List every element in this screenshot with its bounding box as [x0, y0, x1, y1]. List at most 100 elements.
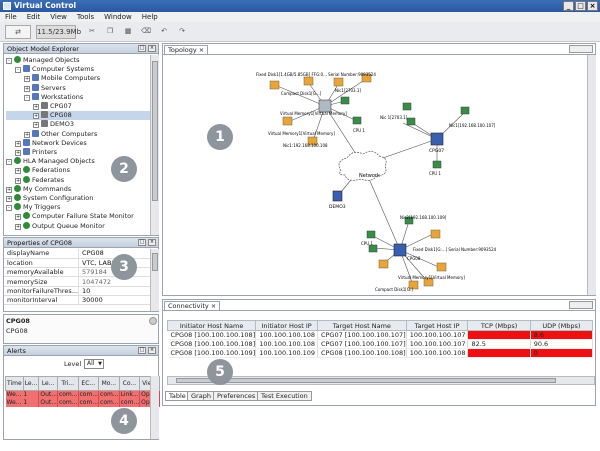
tab-preferences[interactable]: Preferences [213, 391, 260, 401]
level-select[interactable]: All▼ [84, 359, 104, 369]
undo-icon[interactable]: ↶ [161, 27, 167, 35]
alerts-column-header[interactable]: Le... [22, 376, 40, 391]
properties-scroll-thumb[interactable] [152, 253, 158, 271]
close-panel-icon[interactable]: × [148, 239, 156, 246]
collapse-icon[interactable]: - [15, 67, 21, 74]
expand-icon[interactable]: + [15, 150, 21, 157]
expand-icon[interactable]: + [33, 122, 39, 129]
connectivity-hscroll-thumb[interactable] [176, 378, 556, 383]
expand-icon[interactable]: + [24, 85, 30, 92]
alert-row[interactable]: We... 1Out...com...com...com...Link...Op… [5, 390, 161, 399]
expand-icon[interactable]: + [15, 140, 21, 147]
connectivity-hscrollbar[interactable] [167, 376, 595, 385]
alerts-column-header[interactable]: Co... [118, 376, 141, 391]
collapse-icon[interactable]: - [6, 159, 12, 166]
menu-help[interactable]: Help [141, 13, 158, 21]
disk-icon[interactable] [333, 77, 344, 87]
menu-view[interactable]: View [50, 13, 67, 21]
nic-icon[interactable] [406, 117, 416, 126]
property-value[interactable]: 30000 [78, 295, 150, 306]
paste-icon[interactable]: ▩ [124, 27, 132, 35]
tab-topology[interactable]: Topology × [164, 45, 209, 55]
maximize-panel-icon[interactable]: □ [138, 239, 146, 246]
connectivity-column-header[interactable]: UDP (Mbps) [529, 320, 594, 331]
alerts-column-header[interactable]: EC... [77, 376, 100, 391]
connectivity-column-header[interactable]: TCP (Mbps) [467, 320, 531, 331]
tree-item[interactable]: +CPG07 [6, 102, 152, 111]
expand-icon[interactable]: + [24, 76, 30, 83]
tree-item[interactable]: +Network Devices [6, 138, 152, 148]
collapse-icon[interactable]: - [6, 58, 12, 64]
tree-item[interactable]: +My Commands [6, 184, 152, 194]
memory-indicator[interactable]: 11.5/23.9Mb [36, 25, 81, 39]
close-panel-icon[interactable]: × [148, 45, 156, 52]
memory-icon[interactable] [307, 136, 318, 146]
tree-item[interactable]: -My Triggers [6, 203, 152, 212]
close-panel-icon[interactable]: × [148, 347, 156, 354]
connectivity-column-header[interactable]: Initiator Host IP [255, 320, 318, 331]
tree-item[interactable]: +Computer Failure State Monitor [6, 212, 152, 221]
copy-icon[interactable]: ❐ [106, 27, 114, 35]
redo-icon[interactable]: ↷ [179, 27, 185, 35]
memory-icon[interactable] [423, 277, 434, 287]
expand-icon[interactable]: + [6, 196, 12, 203]
topology-window-controls[interactable] [569, 45, 593, 53]
tree-item[interactable]: +CPG08 [6, 111, 152, 121]
server-bottom-icon[interactable] [393, 243, 407, 257]
property-row[interactable]: monitorFailureThres...10 [4, 286, 150, 297]
maximize-button[interactable]: □ [575, 1, 586, 11]
explorer-scrollbar[interactable] [150, 55, 159, 235]
expand-icon[interactable]: + [33, 113, 39, 120]
property-value[interactable]: 10 [78, 286, 150, 297]
cut-icon[interactable]: ✂ [89, 27, 95, 35]
server-cpg08-icon[interactable] [318, 99, 332, 113]
tree-item[interactable]: +Output Queue Monitor [6, 221, 152, 231]
expand-icon[interactable]: + [15, 168, 21, 175]
nic-icon[interactable] [340, 96, 350, 105]
alerts-column-header[interactable]: Time [5, 376, 24, 391]
disk-icon[interactable] [378, 259, 389, 269]
maximize-panel-icon[interactable]: □ [138, 45, 146, 52]
network-cloud-icon[interactable] [338, 151, 387, 181]
memory-icon[interactable] [408, 280, 419, 290]
tree-item[interactable]: +System Configuration [6, 194, 152, 203]
tree-item[interactable]: +Federates [6, 175, 152, 185]
tree-item[interactable]: -Computer Systems [6, 65, 152, 74]
alerts-column-header[interactable]: Le... [38, 376, 58, 391]
minimize-button[interactable]: _ [563, 1, 574, 11]
menu-edit[interactable]: Edit [26, 13, 41, 21]
expand-icon[interactable]: + [15, 223, 21, 230]
tab-test-execution[interactable]: Test Execution [257, 391, 312, 401]
alerts-scrollbar[interactable] [150, 376, 159, 439]
tree-item[interactable]: +Printers [6, 148, 152, 157]
tree-item[interactable]: +Servers [6, 83, 152, 93]
nic-icon[interactable] [460, 106, 470, 115]
tab-connectivity[interactable]: Connectivity × [164, 301, 221, 311]
tree-item[interactable]: +DEMO3 [6, 120, 152, 129]
connect-button[interactable]: ⇄ [5, 25, 31, 39]
server-cpg07-icon[interactable] [430, 132, 444, 146]
cpu-icon[interactable] [432, 160, 442, 169]
explorer-scroll-thumb[interactable] [152, 61, 158, 201]
tree-item[interactable]: -HLA Managed Objects [6, 157, 152, 166]
tree-item[interactable]: -Managed Objects [6, 56, 152, 65]
alerts-column-header[interactable]: Mo... [98, 376, 120, 391]
collapse-icon[interactable]: - [6, 205, 12, 212]
tab-graph[interactable]: Graph [187, 391, 215, 401]
disk-icon[interactable] [269, 80, 280, 90]
property-value[interactable]: 1047472 [78, 276, 150, 287]
nic-icon[interactable] [404, 216, 414, 225]
connectivity-column-header[interactable]: Target Host Name [316, 320, 407, 331]
expand-icon[interactable]: + [6, 186, 12, 193]
tree-item[interactable]: -Workstations [6, 92, 152, 102]
tree-item[interactable]: +Mobile Computers [6, 74, 152, 83]
cpu-icon[interactable] [366, 230, 376, 239]
server-demo3-icon[interactable] [332, 190, 343, 202]
disk-icon[interactable] [361, 73, 372, 83]
close-button[interactable]: × [587, 1, 598, 11]
topology-scrollbar[interactable] [587, 55, 596, 295]
